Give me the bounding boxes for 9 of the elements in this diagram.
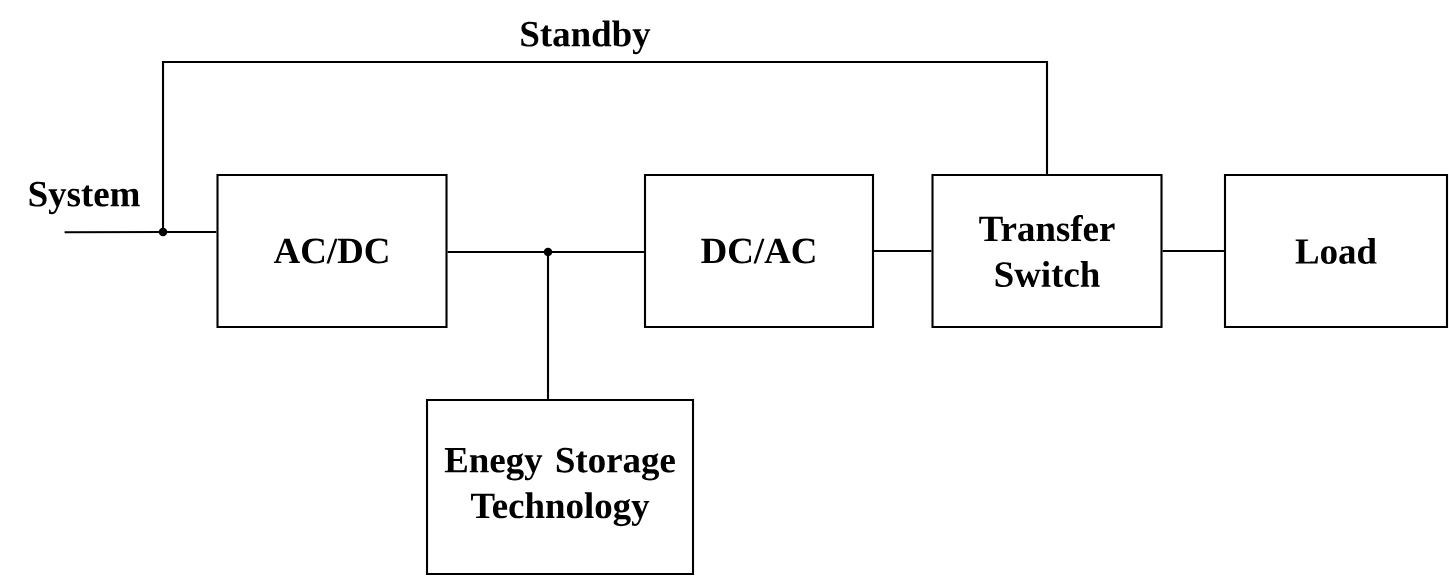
input-label: System <box>29 181 140 215</box>
process-box: Enegy Storage Technology <box>425 398 695 576</box>
process-box: Transfer Switch <box>931 173 1163 329</box>
process-box: AC/DC <box>216 173 448 329</box>
wire <box>1162 249 1224 253</box>
process-box: DC/AC <box>643 173 875 329</box>
process-box: Load <box>1223 173 1449 329</box>
wire <box>874 249 932 253</box>
edge-label: Standby <box>517 18 653 56</box>
